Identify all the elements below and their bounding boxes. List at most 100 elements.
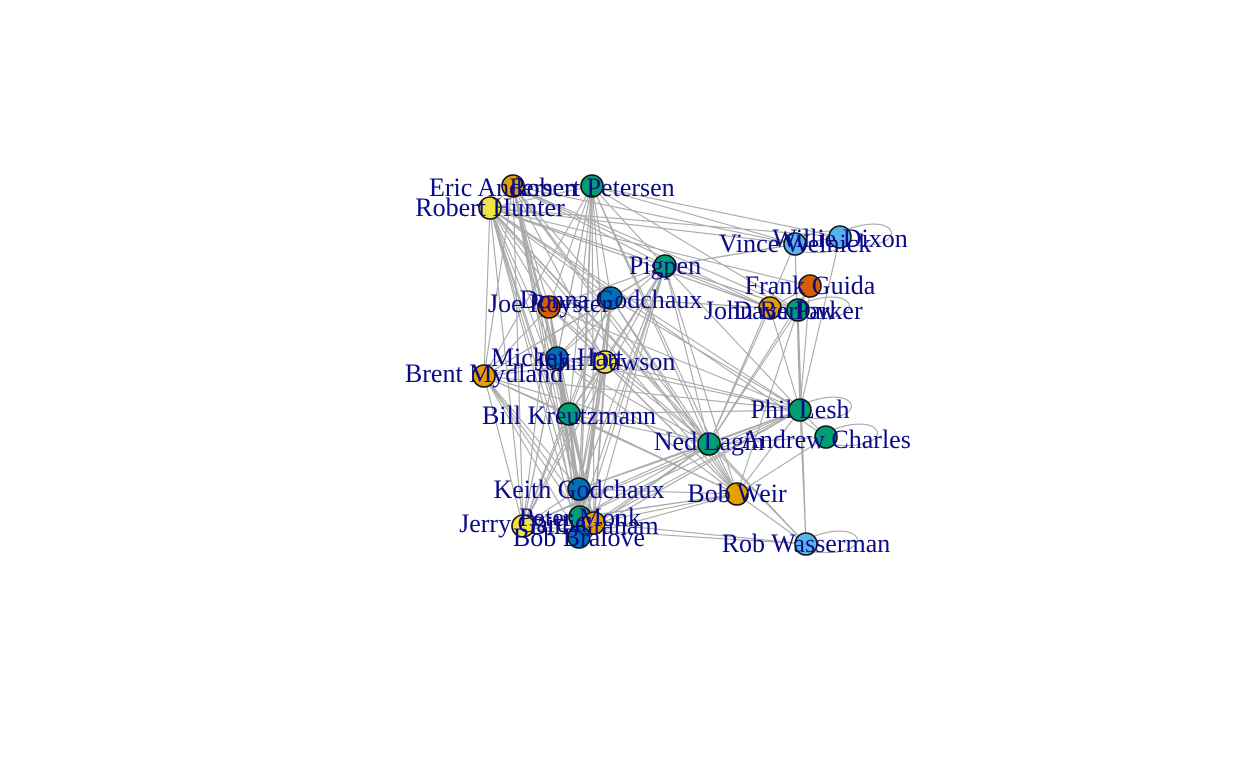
edge (568, 265, 666, 415)
edge (489, 207, 612, 299)
edge (664, 265, 801, 411)
edge (568, 409, 801, 415)
edge (578, 409, 801, 490)
graph-node (828, 225, 852, 249)
graph-node (557, 402, 581, 426)
edge (604, 361, 801, 411)
edge (556, 357, 710, 445)
edge (610, 297, 710, 445)
edge (489, 207, 807, 545)
edge (489, 207, 550, 308)
self-loop (803, 296, 850, 320)
node-label: Peter Monk (519, 503, 641, 532)
nodes-layer (472, 174, 852, 556)
edge (591, 185, 841, 238)
edge (483, 207, 491, 377)
node-label: Robert Hunter (415, 193, 565, 222)
graph-node (599, 286, 623, 310)
node-label: Willie Dixon (772, 224, 907, 253)
node-label: Joe Royster (488, 289, 610, 318)
edge (769, 307, 801, 411)
edge (512, 185, 799, 311)
edge (556, 357, 738, 495)
edge (512, 185, 606, 363)
edge (579, 265, 666, 518)
node-label: Dave Parker (733, 296, 863, 325)
node-label: John Dawson (535, 347, 676, 376)
graph-node (794, 532, 818, 556)
edge (489, 207, 524, 527)
node-label: Phil Lesh (751, 395, 850, 424)
node-label: Frank Guida (745, 271, 876, 300)
graph-node (567, 477, 591, 501)
edge (489, 207, 581, 518)
node-label: Rob Wasserman (722, 529, 891, 558)
edge (489, 207, 827, 438)
edge (483, 297, 612, 377)
edge (512, 185, 550, 308)
edge (736, 436, 827, 495)
graph-node (725, 482, 749, 506)
edge (579, 443, 710, 518)
edge (799, 236, 841, 411)
node-label: John Barlow (704, 296, 836, 325)
edge (489, 207, 801, 411)
edge (489, 185, 593, 209)
edge (556, 265, 666, 359)
edge (512, 185, 524, 527)
edge (512, 185, 666, 267)
edge (593, 493, 738, 524)
edge (522, 443, 710, 527)
edge (591, 185, 612, 299)
graph-node (653, 254, 677, 278)
node-label: Donna Godchaux (520, 285, 703, 314)
edge (483, 375, 710, 445)
edge (522, 413, 570, 527)
edge (604, 361, 738, 495)
edge (548, 306, 710, 445)
self-loop (845, 223, 892, 247)
edge (483, 306, 550, 377)
edge (489, 207, 580, 538)
edge (548, 306, 801, 411)
node-label: Bob Weir (687, 479, 787, 508)
edge (664, 265, 771, 309)
edge (489, 207, 570, 415)
node-label: Bill Graham (529, 511, 658, 540)
edge (591, 185, 796, 245)
edge (593, 522, 807, 545)
graph-node (783, 232, 807, 256)
edge (489, 207, 811, 287)
self-loop (811, 530, 858, 554)
edge (591, 185, 799, 311)
node-label: Pigpen (629, 251, 701, 280)
edge (483, 375, 524, 527)
edge (483, 375, 801, 411)
edge (578, 409, 801, 538)
node-label: Vince Welnick (719, 229, 872, 258)
edge (568, 413, 710, 445)
edge (512, 185, 796, 245)
node-label: Ned Lagin (654, 427, 764, 456)
edge (522, 361, 606, 527)
edge (483, 375, 581, 518)
graph-node (814, 425, 838, 449)
edge (483, 375, 580, 490)
graph-node (786, 298, 810, 322)
edge (664, 265, 710, 445)
edge (522, 306, 550, 527)
node-label: Bill Kreutzmann (482, 401, 656, 430)
edge (708, 243, 796, 445)
edge (794, 243, 801, 411)
graph-node (537, 295, 561, 319)
graph-node (567, 525, 591, 549)
edge (489, 207, 580, 490)
self-loop (831, 423, 878, 447)
graph-node (788, 398, 812, 422)
edge (664, 243, 796, 267)
graph-node (580, 174, 604, 198)
edge (512, 185, 771, 309)
edge (522, 409, 801, 527)
